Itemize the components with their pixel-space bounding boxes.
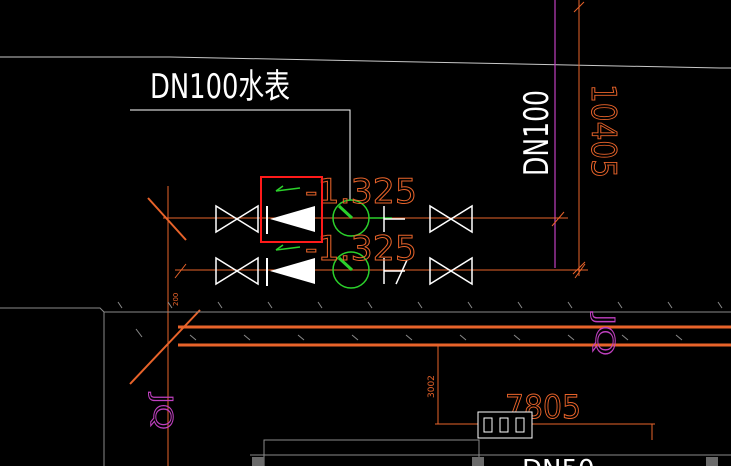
pipe-tag-left-label: JQ <box>147 391 177 430</box>
dim-vertical-tick-top <box>573 1 585 13</box>
elevation-top-label: -1.325 <box>305 172 417 212</box>
selection-rectangle[interactable] <box>260 176 323 243</box>
check-valve-icon[interactable] <box>266 258 315 286</box>
water-meter-icon[interactable] <box>332 251 370 289</box>
dim-vertical-label: 10405 <box>583 84 623 178</box>
upper-branch-end-tick <box>551 211 565 227</box>
bottom-column-left <box>252 457 264 466</box>
bottom-fragment-label: DN50 <box>522 455 595 466</box>
meter-title-label: DN100水表 <box>150 67 290 107</box>
meter-label-leader <box>130 109 351 200</box>
main-pipe-hatch <box>135 328 683 341</box>
water-meter-icon[interactable] <box>332 199 392 237</box>
riser-left-diagonal-bottom <box>129 309 201 385</box>
riser-left-diagonal-top <box>147 197 187 241</box>
tee-fitting-icon <box>383 206 405 232</box>
dim-vertical-tick-bottom <box>572 261 586 275</box>
flow-arrow-icon <box>275 244 301 251</box>
tiny-dim-label: 200 <box>172 293 180 306</box>
elevation-bottom-label: -1.325 <box>305 229 417 269</box>
gate-valve-icon[interactable] <box>215 204 259 234</box>
pipe-tag-right-label: JQ <box>589 311 619 356</box>
lower-branch-start-tick <box>174 263 187 279</box>
gate-valve-icon[interactable] <box>429 256 473 286</box>
bottom-column-right <box>706 457 718 466</box>
gate-valve-icon[interactable] <box>215 256 259 286</box>
tee-fitting-icon <box>383 258 408 285</box>
bottom-structure-box <box>263 439 480 466</box>
lower-branch-end-tick <box>574 263 586 279</box>
wall-hatch-marks <box>117 301 723 309</box>
bottom-column-mid <box>472 457 484 466</box>
building-outline-top <box>0 56 731 69</box>
gate-valve-icon[interactable] <box>429 204 473 234</box>
equipment-box-icon[interactable] <box>477 411 533 439</box>
dim-small-vertical-label: 3002 <box>427 375 437 398</box>
check-valve-icon[interactable] <box>266 206 315 234</box>
flow-arrow-icon <box>275 185 301 192</box>
wall-line-upper <box>0 307 731 313</box>
pipe-size-vertical-label: DN100 <box>517 90 557 176</box>
